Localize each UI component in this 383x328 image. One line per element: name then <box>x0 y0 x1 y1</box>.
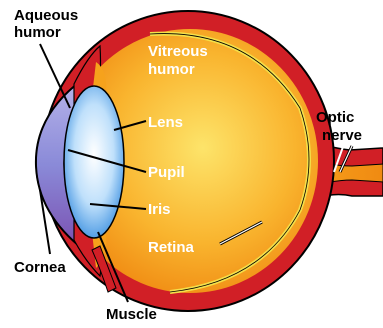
label-iris: Iris <box>148 201 171 218</box>
label-lens: Lens <box>148 114 183 131</box>
label-retina: Retina <box>148 239 195 256</box>
label-aqueous-2: humor <box>14 24 61 41</box>
label-muscle: Muscle <box>106 306 157 323</box>
label-cornea: Cornea <box>14 259 66 276</box>
label-pupil: Pupil <box>148 164 185 181</box>
label-aqueous-1: Aqueous <box>14 7 78 24</box>
label-vitreous-2: humor <box>148 61 195 78</box>
label-vitreous-1: Vitreous <box>148 43 208 60</box>
label-optic-2: nerve <box>322 127 362 144</box>
lens <box>64 86 124 238</box>
label-optic-1: Optic <box>316 109 354 126</box>
